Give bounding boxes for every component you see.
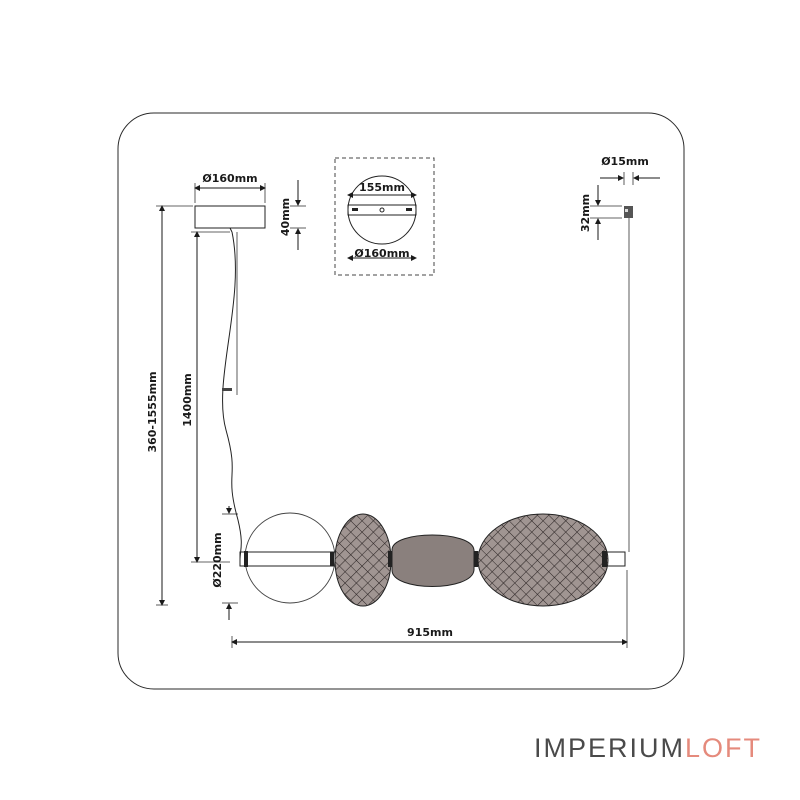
brand-name-part1: IMPERIUM xyxy=(533,733,685,763)
total-height-dimension: 360-1555mm xyxy=(146,205,193,606)
brand-name-part2: LOFT xyxy=(684,733,762,763)
canopy-diameter-label: Ø160mm xyxy=(202,172,257,185)
total-height-label: 360-1555mm xyxy=(146,371,159,452)
smoked-glass-shade xyxy=(391,534,475,587)
mesh-shade-small xyxy=(334,513,392,607)
canopy xyxy=(194,205,266,233)
cable-diameter-label: Ø15mm xyxy=(601,155,649,168)
canopy-diameter-dimension: Ø160mm xyxy=(194,172,266,203)
total-length-label: 915mm xyxy=(407,626,453,639)
mesh-shade-large xyxy=(477,513,609,607)
cable-length-dimension: 1400mm xyxy=(181,231,230,563)
mount-plate-inset: 155mm Ø160mm xyxy=(334,157,435,276)
cable-clamp xyxy=(222,388,232,391)
shade-diameter-label: Ø220mm xyxy=(211,532,224,587)
cable-cap-height-dimension: 32mm xyxy=(579,185,622,240)
total-length-dimension: 915mm xyxy=(231,570,628,648)
cable-diameter-dimension: Ø15mm xyxy=(600,155,660,185)
canopy-height-dimension: 40mm xyxy=(279,180,306,250)
drawing-frame xyxy=(117,112,685,690)
canopy-height-label: 40mm xyxy=(279,198,292,236)
brand-logo: IMPERIUMLOFT xyxy=(534,733,762,764)
suspension-cable xyxy=(222,231,242,561)
mount-diameter-label: Ø160mm xyxy=(354,247,409,260)
lamp-body xyxy=(239,512,626,607)
cable-cap-height-label: 32mm xyxy=(579,194,592,232)
cable-length-label: 1400mm xyxy=(181,373,194,427)
right-suspension xyxy=(624,206,633,552)
shade-diameter-dimension: Ø220mm xyxy=(211,506,238,620)
mount-width-label: 155mm xyxy=(359,181,405,194)
clear-glass-shade xyxy=(244,512,336,604)
